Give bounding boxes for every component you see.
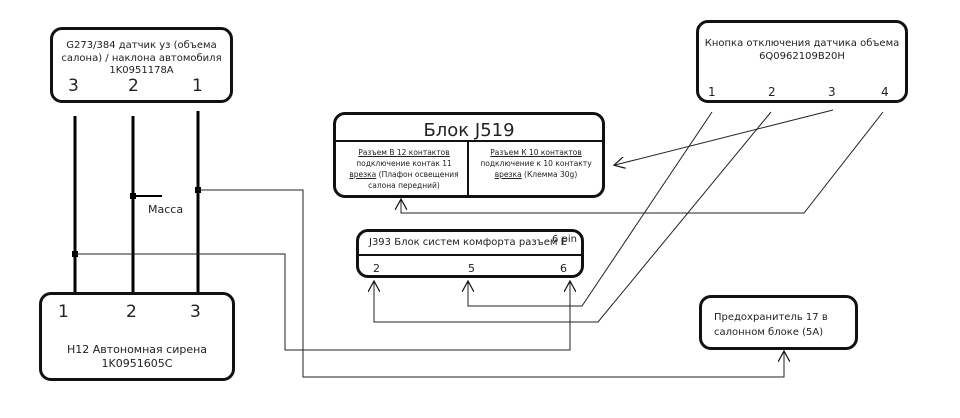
j519-k-line1: Разъем К 10 контактов xyxy=(490,148,582,157)
j519-k-line3-rest: (Клемма 30g) xyxy=(521,169,578,179)
sensor-pin-2: 2 xyxy=(128,76,139,96)
wire-button1-to-j393-5 xyxy=(468,111,713,307)
sensor-pin-3: 3 xyxy=(68,76,79,96)
j519-b-line1: Разъем B 12 контактов xyxy=(358,148,450,157)
j519-k-line3: врезка (Клемма 30g) xyxy=(472,170,600,181)
fuse-title: Предохранитель 17 в салонном блоке (5А) xyxy=(714,312,828,338)
button-pin-1: 1 xyxy=(708,85,716,99)
j519-k-line3-u: врезка xyxy=(494,169,522,179)
j393-pin-count: 6 pin xyxy=(552,234,578,245)
j519-b-line2: подключение контак 11 xyxy=(356,158,452,168)
j393-divider xyxy=(359,254,581,256)
j519-box: Блок J519 Разъем B 12 контактов подключе… xyxy=(333,112,605,198)
wire-button3-to-j519 xyxy=(615,109,834,165)
j519-b-line4: салона передний) xyxy=(368,180,440,190)
j519-title: Блок J519 xyxy=(423,120,515,141)
button-pin-3: 3 xyxy=(828,85,836,99)
button-title: Кнопка отключения датчика объема 6Q09621… xyxy=(704,38,900,62)
j393-pin-2: 2 xyxy=(373,262,380,275)
j519-connector-b: Разъем B 12 контактов подключение контак… xyxy=(342,148,466,192)
j393-pin-5: 5 xyxy=(468,262,475,275)
j393-box: 2 5 6 xyxy=(356,229,584,278)
wire-sensor3-to-j393-6 xyxy=(75,253,570,351)
j519-divider-h xyxy=(336,140,602,142)
j519-b-line3-rest: (Плафон освещения xyxy=(376,169,459,179)
siren-box: H12 Автономная сирена 1K0951605C xyxy=(39,292,235,381)
j519-b-line3: врезка (Плафон освещения xyxy=(342,170,466,181)
j519-connector-k: Разъем К 10 контактов подключение к 10 к… xyxy=(472,148,600,181)
button-pin-2: 2 xyxy=(768,85,776,99)
wire-button2-to-j393-2 xyxy=(374,111,772,323)
ground-label: Масса xyxy=(148,203,184,216)
j519-b-line3-u: врезка xyxy=(349,169,377,179)
siren-pin-3: 3 xyxy=(190,302,201,322)
j393-title: J393 Блок систем комфорта разъем E xyxy=(369,237,567,248)
j519-divider-v xyxy=(467,140,469,195)
button-box: Кнопка отключения датчика объема 6Q09621… xyxy=(696,20,908,103)
fuse-box: Предохранитель 17 в салонном блоке (5А) xyxy=(699,295,858,350)
wire-sensor1-to-fuse xyxy=(198,189,784,378)
siren-title: H12 Автономная сирена 1K0951605C xyxy=(66,343,208,370)
j393-pin-6: 6 xyxy=(560,262,567,275)
siren-pin-1: 1 xyxy=(58,302,69,322)
siren-pin-2: 2 xyxy=(126,302,137,322)
sensor-pin-1: 1 xyxy=(192,76,203,96)
j519-k-line2: подключение к 10 контакту xyxy=(480,158,592,168)
sensor-title: G273/384 датчик уз (объема салона) / нак… xyxy=(61,40,222,76)
wire-button4-to-j519 xyxy=(401,111,884,214)
ground-node xyxy=(130,193,136,199)
button-pin-4: 4 xyxy=(881,85,889,99)
sensor-box: G273/384 датчик уз (объема салона) / нак… xyxy=(50,27,233,103)
